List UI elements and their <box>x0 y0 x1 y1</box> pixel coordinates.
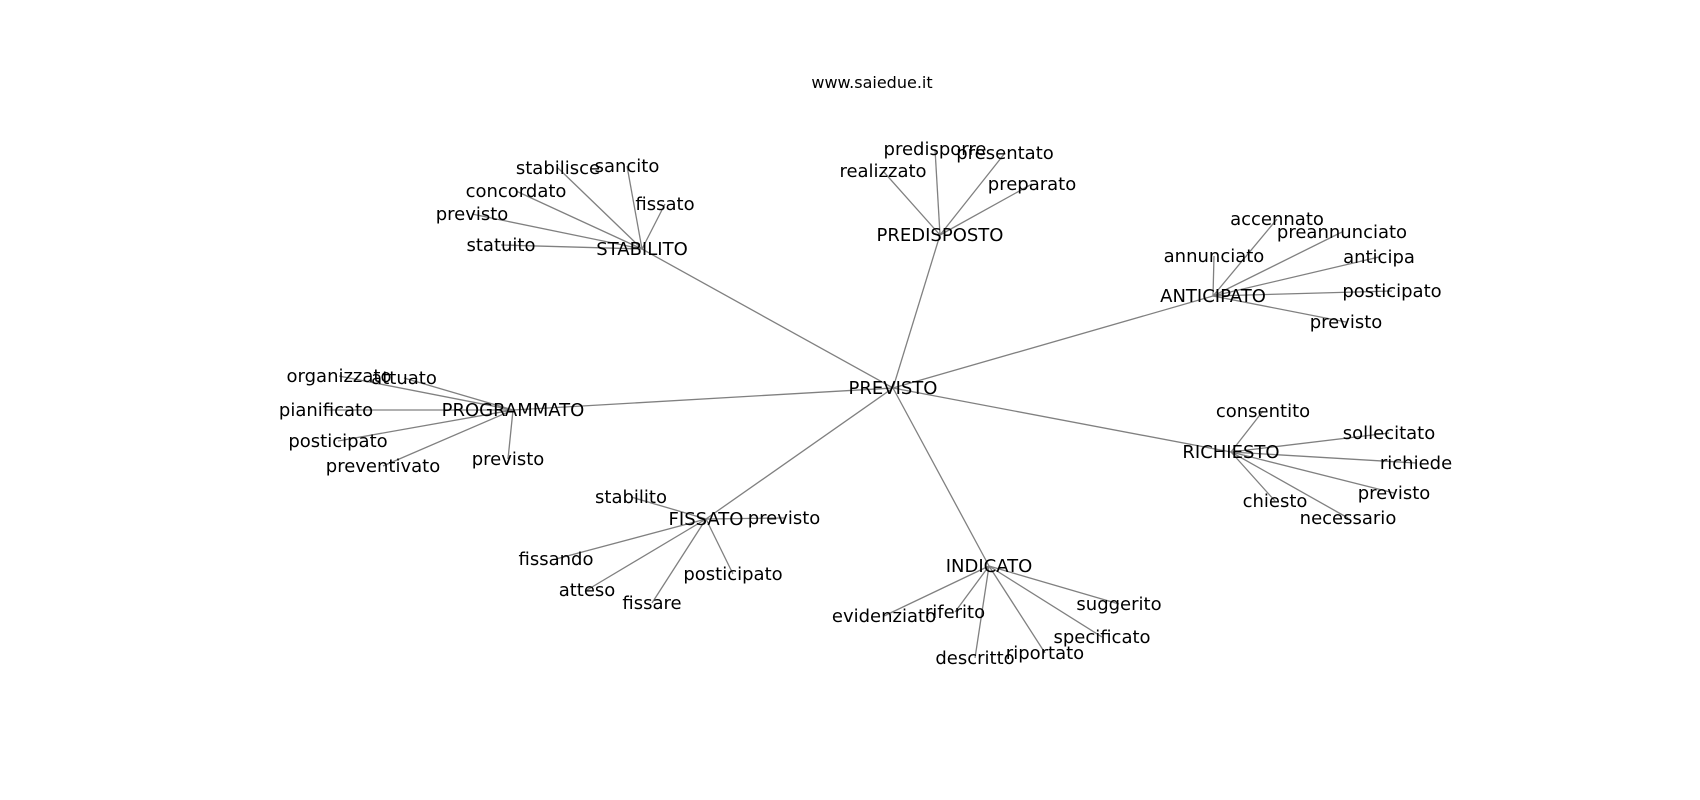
edge-indicato_hub-in_specificato <box>988 565 1103 638</box>
node-pg_attuato: attuato <box>371 368 437 389</box>
node-in_descritto: descritto <box>935 648 1014 669</box>
edge-fissato_hub-fi_stabilito <box>630 496 707 520</box>
edge-programmato_hub-pg_organizzato <box>338 375 514 411</box>
node-an_previsto: previsto <box>1310 312 1383 333</box>
edge-programmato_hub-pg_posticipato <box>337 409 514 442</box>
edge-predisposto_hub-pd_predisporre <box>934 148 941 236</box>
node-pd_realizzato: realizzato <box>839 161 926 182</box>
site-title: www.saiedue.it <box>811 73 932 92</box>
node-fi_previsto: previsto <box>748 508 821 529</box>
node-fi_atteso: atteso <box>559 580 616 601</box>
node-pg_organizzato: organizzato <box>287 366 392 387</box>
edge-stabilito_hub-st_fissato <box>641 203 666 250</box>
edge-indicato_hub-in_suggerito <box>988 565 1120 605</box>
hub-node-predisposto_hub: PREDISPOSTO <box>877 225 1004 246</box>
node-an_preannunciato: preannunciato <box>1277 222 1407 243</box>
node-in_specificato: specificato <box>1053 627 1150 648</box>
edge-anticipato_hub-an_accennato <box>1212 218 1278 297</box>
edge-programmato_hub-pg_previsto <box>507 409 514 460</box>
node-ri_consentito: consentito <box>1216 401 1310 422</box>
edge-fissato_hub-fi_fissando <box>555 518 707 560</box>
node-in_riferito: riferito <box>925 602 985 623</box>
edge-stabilito_hub-st_stabilisce <box>557 167 643 250</box>
edge-predisposto_hub-pd_presentato <box>939 152 1006 236</box>
edge-layer <box>326 148 1417 659</box>
edge-richiesto_hub-ri_sollecitato <box>1230 432 1390 453</box>
node-an_posticipato: posticipato <box>1342 281 1441 302</box>
hub-node-stabilito_hub: STABILITO <box>596 239 688 260</box>
node-st_fissato: fissato <box>635 194 694 215</box>
node-pg_previsto: previsto <box>472 449 545 470</box>
edge-previsto_root-programmato_hub <box>512 387 894 411</box>
node-pd_presentato: presentato <box>956 143 1054 164</box>
node-fi_stabilito: stabilito <box>595 487 667 508</box>
edge-stabilito_hub-st_previsto <box>471 213 643 250</box>
edge-anticipato_hub-an_previsto <box>1212 295 1347 323</box>
edge-indicato_hub-in_riferito <box>954 565 990 613</box>
node-pd_predisporre: predisporre <box>884 139 987 160</box>
edge-anticipato_hub-an_annunciato <box>1212 255 1215 297</box>
edge-richiesto_hub-ri_consentito <box>1230 410 1264 453</box>
hub-node-programmato_hub: PROGRAMMATO <box>442 400 585 421</box>
edge-previsto_root-predisposto_hub <box>892 234 941 389</box>
edge-programmato_hub-pg_preventivato <box>382 409 514 467</box>
node-ri_richiede: richiede <box>1380 453 1452 474</box>
edge-stabilito_hub-st_sancito <box>626 165 643 250</box>
edge-indicato_hub-in_descritto <box>974 565 990 659</box>
edge-previsto_root-anticipato_hub <box>892 295 1214 389</box>
edge-predisposto_hub-pd_preparato <box>939 183 1033 236</box>
node-ri_necessario: necessario <box>1300 508 1397 529</box>
node-fi_fissando: fissando <box>519 549 594 570</box>
node-st_statuito: statuito <box>466 235 535 256</box>
edge-stabilito_hub-st_statuito <box>500 244 643 250</box>
node-st_concordato: concordato <box>466 181 567 202</box>
edge-anticipato_hub-an_preannunciato <box>1212 231 1343 297</box>
node-st_sancito: sancito <box>595 156 660 177</box>
node-an_accennato: accennato <box>1230 209 1324 230</box>
node-ri_sollecitato: sollecitato <box>1343 423 1436 444</box>
edge-previsto_root-indicato_hub <box>892 387 990 567</box>
node-ri_previsto: previsto <box>1358 483 1431 504</box>
edge-fissato_hub-fi_previsto <box>705 517 785 520</box>
edge-richiesto_hub-ri_richiede <box>1230 451 1417 464</box>
edge-indicato_hub-in_riportato <box>988 565 1046 654</box>
edge-previsto_root-stabilito_hub <box>641 248 894 389</box>
node-pg_pianificato: pianificato <box>279 400 373 421</box>
node-fi_fissare: fissare <box>622 593 681 614</box>
edge-predisposto_hub-pd_realizzato <box>882 170 941 236</box>
node-in_evidenziato: evidenziato <box>832 606 936 627</box>
node-in_suggerito: suggerito <box>1076 594 1161 615</box>
node-an_annunciato: annunciato <box>1164 246 1265 267</box>
hub-node-richiesto_hub: RICHIESTO <box>1182 442 1279 463</box>
node-pg_preventivato: preventivato <box>326 456 440 477</box>
node-in_riportato: riportato <box>1006 643 1084 664</box>
hub-node-indicato_hub: INDICATO <box>946 556 1033 577</box>
edge-anticipato_hub-an_anticipa <box>1212 256 1380 297</box>
node-ri_chiesto: chiesto <box>1243 491 1308 512</box>
edge-indicato_hub-in_evidenziato <box>883 565 990 617</box>
node-st_previsto: previsto <box>436 204 509 225</box>
edge-stabilito_hub-st_concordato <box>515 190 643 250</box>
edge-richiesto_hub-ri_chiesto <box>1230 451 1276 502</box>
edge-richiesto_hub-ri_previsto <box>1230 451 1395 494</box>
edge-programmato_hub-pg_attuato <box>403 377 514 411</box>
hub-node-previsto_root: PREVISTO <box>849 378 938 399</box>
edge-previsto_root-fissato_hub <box>705 387 894 520</box>
node-pd_preparato: preparato <box>988 174 1076 195</box>
edge-previsto_root-richiesto_hub <box>892 387 1232 453</box>
node-an_anticipa: anticipa <box>1343 247 1415 268</box>
node-layer: PREVISTO STABILITO PREDISPOSTO ANTICIPATO PR… <box>279 139 1452 669</box>
node-pg_posticipato: posticipato <box>288 431 387 452</box>
edge-fissato_hub-fi_fissare <box>651 518 707 604</box>
edge-fissato_hub-fi_posticipato <box>705 518 734 575</box>
node-st_stabilisce: stabilisce <box>516 158 600 179</box>
edge-anticipato_hub-an_posticipato <box>1212 290 1393 297</box>
hub-node-fissato_hub: FISSATO <box>669 509 744 530</box>
hub-node-anticipato_hub: ANTICIPATO <box>1160 286 1266 307</box>
node-fi_posticipato: posticipato <box>683 564 782 585</box>
edge-fissato_hub-fi_atteso <box>586 518 707 591</box>
edge-richiesto_hub-ri_necessario <box>1230 451 1349 519</box>
